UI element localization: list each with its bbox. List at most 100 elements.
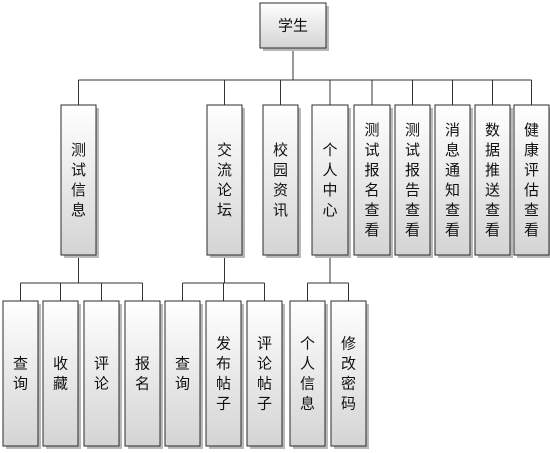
node-forum-post-char: 发 bbox=[216, 335, 231, 353]
node-test-info-favorite: 收藏 bbox=[42, 300, 81, 449]
node-data-push-view-char: 推 bbox=[485, 161, 500, 179]
node-personal-center-char: 个 bbox=[322, 141, 337, 159]
node-forum-comment-post-char: 帖 bbox=[257, 375, 272, 393]
node-forum-query-char: 询 bbox=[175, 375, 190, 393]
node-forum-comment-post-char: 评 bbox=[257, 335, 272, 353]
node-test-report-view-char: 看 bbox=[405, 221, 420, 239]
node-test-report-view-char: 查 bbox=[405, 201, 420, 219]
node-health-assessment-view-char: 查 bbox=[524, 201, 539, 219]
node-personal-center-change-password: 修改密码 bbox=[330, 300, 369, 449]
node-test-info-favorite-label: 收藏 bbox=[53, 355, 68, 393]
node-forum-post-char: 帖 bbox=[216, 375, 231, 393]
node-test-registration-view-frame bbox=[353, 104, 391, 256]
node-health-assessment-view-char: 评 bbox=[524, 161, 539, 179]
node-data-push-view-char: 送 bbox=[485, 181, 500, 199]
node-forum-frame bbox=[206, 104, 243, 256]
node-health-assessment-view-char: 估 bbox=[524, 181, 539, 199]
node-test-registration-view-label: 测试报名查看 bbox=[364, 121, 379, 239]
node-campus-news-frame bbox=[262, 104, 299, 256]
node-notification-view-char: 查 bbox=[445, 201, 460, 219]
node-test-info-char: 测 bbox=[71, 141, 86, 159]
connector-lines bbox=[20, 48, 532, 301]
node-notification-view-char: 通 bbox=[445, 161, 460, 179]
node-notification-view-char: 消 bbox=[445, 121, 460, 139]
node-test-registration-view-char: 名 bbox=[364, 181, 379, 199]
node-personal-center-personal-info: 个人信息 bbox=[289, 300, 328, 449]
node-personal-center-personal-info-char: 个 bbox=[300, 335, 315, 353]
node-forum-comment-post-char: 子 bbox=[257, 395, 272, 413]
root-node-label: 学生 bbox=[278, 17, 308, 35]
node-health-assessment-view-char: 健 bbox=[524, 121, 539, 139]
node-test-info-frame bbox=[60, 104, 97, 256]
node-test-info-register-label: 报名 bbox=[135, 355, 150, 393]
node-health-assessment-view: 健康评估查看 bbox=[513, 104, 550, 258]
node-personal-center-personal-info-char: 息 bbox=[300, 395, 315, 413]
node-campus-news: 校园资讯 bbox=[262, 104, 301, 258]
node-forum-char: 论 bbox=[217, 181, 232, 199]
root-node: 学生 bbox=[259, 2, 329, 51]
node-test-info: 测试信息 bbox=[60, 104, 99, 258]
node-forum-post-frame bbox=[205, 300, 242, 447]
node-forum-comment-post-frame bbox=[246, 300, 283, 447]
node-forum: 交流论坛 bbox=[206, 104, 245, 258]
node-test-info-comment: 评论 bbox=[83, 300, 122, 449]
node-personal-center-change-password-char: 修 bbox=[341, 335, 356, 353]
root-node-frame bbox=[259, 2, 327, 49]
node-personal-center-change-password-char: 改 bbox=[341, 355, 356, 373]
node-campus-news-char: 资 bbox=[273, 181, 288, 199]
node-test-info-char: 信 bbox=[71, 181, 86, 199]
node-personal-center-char: 中 bbox=[322, 181, 337, 199]
node-data-push-view-frame bbox=[474, 104, 511, 256]
node-campus-news-char: 校 bbox=[273, 141, 288, 159]
node-data-push-view-char: 查 bbox=[485, 201, 500, 219]
node-personal-center-personal-info-frame bbox=[289, 300, 326, 447]
node-forum-query: 查询 bbox=[164, 300, 203, 449]
node-personal-center-char: 人 bbox=[322, 161, 337, 179]
node-test-info-favorite-frame bbox=[42, 300, 79, 447]
node-test-info-query-char: 询 bbox=[13, 375, 28, 393]
node-personal-center-personal-info-char: 人 bbox=[300, 355, 315, 373]
node-test-registration-view-char: 报 bbox=[364, 161, 379, 179]
node-test-info-register: 报名 bbox=[124, 300, 163, 449]
node-forum-post-char: 布 bbox=[216, 355, 231, 373]
node-personal-center: 个人中心 bbox=[311, 104, 351, 258]
node-notification-view-char: 看 bbox=[445, 221, 460, 239]
node-data-push-view-char: 数 bbox=[485, 121, 500, 139]
node-test-info-query-char: 查 bbox=[13, 355, 28, 373]
node-personal-center-frame bbox=[311, 104, 349, 256]
node-forum-char: 交 bbox=[217, 141, 232, 159]
node-forum-post: 发布帖子 bbox=[205, 300, 244, 449]
node-notification-view-char: 知 bbox=[445, 181, 460, 199]
node-test-info-char: 试 bbox=[71, 161, 86, 179]
node-data-push-view-char: 据 bbox=[485, 141, 500, 159]
node-test-info-register-frame bbox=[124, 300, 161, 447]
node-campus-news-char: 园 bbox=[273, 161, 288, 179]
node-health-assessment-view-char: 看 bbox=[524, 221, 539, 239]
node-forum-post-char: 子 bbox=[216, 395, 231, 413]
node-forum-comment-post-label: 评论帖子 bbox=[257, 335, 272, 413]
node-forum-label: 交流论坛 bbox=[217, 141, 232, 219]
node-personal-center-personal-info-label: 个人信息 bbox=[300, 335, 315, 413]
node-personal-center-change-password-char: 码 bbox=[341, 395, 356, 413]
node-health-assessment-view-label: 健康评估查看 bbox=[524, 121, 539, 239]
node-test-report-view: 测试报告查看 bbox=[394, 104, 433, 258]
node-personal-center-label: 个人中心 bbox=[322, 141, 337, 219]
node-test-report-view-char: 报 bbox=[405, 161, 420, 179]
node-test-info-query-label: 查询 bbox=[13, 355, 28, 393]
node-test-info-char: 息 bbox=[71, 201, 86, 219]
node-test-info-register-char: 名 bbox=[135, 375, 150, 393]
node-test-info-label: 测试信息 bbox=[71, 141, 86, 219]
node-test-info-query-frame bbox=[2, 300, 39, 447]
node-test-registration-view-char: 试 bbox=[364, 141, 379, 159]
node-test-info-comment-char: 评 bbox=[94, 355, 109, 373]
node-personal-center-change-password-frame bbox=[330, 300, 367, 447]
node-forum-query-label: 查询 bbox=[175, 355, 190, 393]
node-test-registration-view-char: 测 bbox=[364, 121, 379, 139]
node-forum-char: 流 bbox=[217, 161, 232, 179]
node-test-report-view-char: 测 bbox=[405, 121, 420, 139]
node-forum-query-char: 查 bbox=[175, 355, 190, 373]
node-test-info-register-char: 报 bbox=[135, 355, 150, 373]
node-health-assessment-view-frame bbox=[513, 104, 550, 256]
